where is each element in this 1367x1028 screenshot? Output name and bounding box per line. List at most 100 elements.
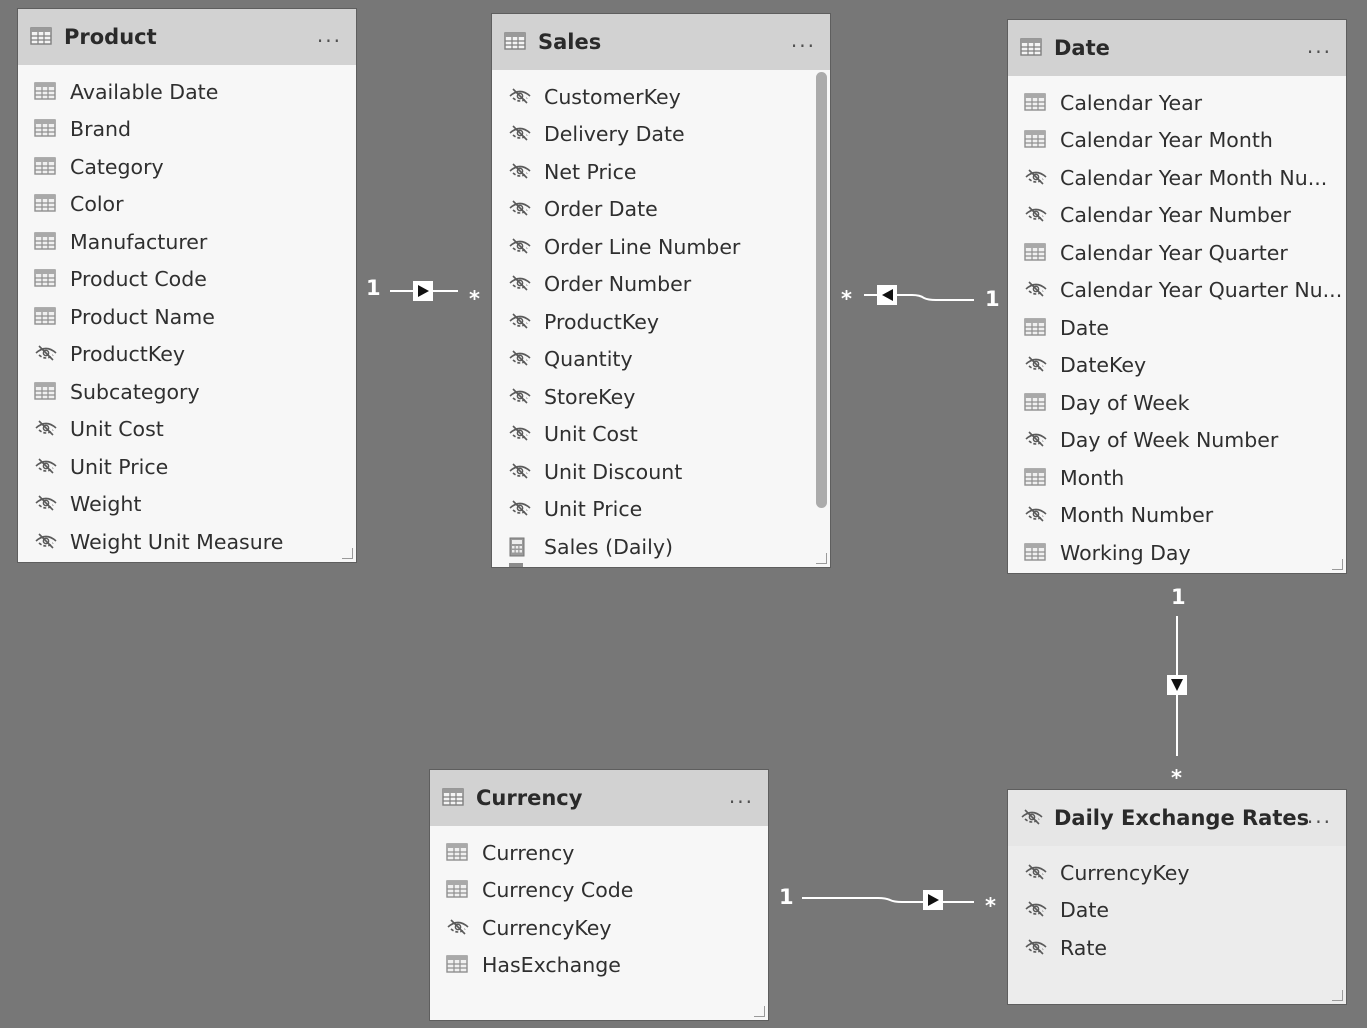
field-row[interactable]: Day of Week — [1008, 384, 1346, 422]
field-row[interactable]: Month Number — [1008, 497, 1346, 535]
field-label: Calendar Year Quarter Nu... — [1060, 278, 1343, 303]
table-column-icon — [1024, 130, 1048, 150]
field-label: Calendar Year — [1060, 90, 1203, 115]
field-label: Rate — [1060, 935, 1108, 960]
table-header[interactable]: Daily Exchange Rates ... — [1008, 790, 1346, 846]
relationship-product-sales[interactable] — [390, 281, 458, 301]
table-column-icon — [446, 880, 470, 900]
more-options-button[interactable]: ... — [790, 28, 816, 52]
resize-handle[interactable] — [1332, 990, 1343, 1001]
table-icon — [442, 788, 466, 808]
table-header[interactable]: Product ... — [18, 9, 356, 65]
hidden-eye-icon — [34, 494, 58, 514]
field-label: Calendar Year Number — [1060, 203, 1291, 228]
field-label: Delivery Date — [544, 122, 685, 147]
field-row[interactable]: Working Day — [1008, 534, 1346, 572]
field-row[interactable]: Rate — [1008, 929, 1346, 967]
field-row[interactable]: DateKey — [1008, 347, 1346, 385]
field-row[interactable]: Calendar Year — [1008, 84, 1346, 122]
table-column-icon — [34, 269, 58, 289]
field-row[interactable]: Product Code — [18, 261, 356, 299]
more-options-button[interactable]: ... — [316, 23, 342, 47]
field-row[interactable]: StoreKey — [492, 378, 830, 416]
field-row[interactable]: Product Name — [18, 298, 356, 336]
field-row[interactable]: Date — [1008, 309, 1346, 347]
field-row[interactable]: Weight — [18, 486, 356, 524]
field-row[interactable]: Manufacturer — [18, 223, 356, 261]
scrollbar[interactable] — [816, 72, 827, 508]
field-row[interactable]: Unit Cost — [18, 411, 356, 449]
field-row[interactable]: Calendar Year Quarter Nu... — [1008, 272, 1346, 310]
field-row[interactable]: Color — [18, 186, 356, 224]
table-header[interactable]: Sales ... — [492, 14, 830, 70]
resize-handle[interactable] — [816, 553, 827, 564]
field-row[interactable]: Currency — [430, 834, 768, 872]
field-row[interactable]: Unit Price — [492, 491, 830, 529]
field-row[interactable]: Calendar Year Number — [1008, 197, 1346, 235]
field-row[interactable]: Sales (Daily) — [492, 528, 830, 566]
field-row[interactable]: Weight Unit Measure — [18, 523, 356, 561]
table-header[interactable]: Date ... — [1008, 20, 1346, 76]
field-label: HasExchange — [482, 953, 621, 978]
hidden-eye-icon — [508, 87, 532, 107]
field-row[interactable]: Delivery Date — [492, 116, 830, 154]
field-row[interactable]: Order Number — [492, 266, 830, 304]
field-label: Month — [1060, 465, 1125, 490]
field-row[interactable]: Unit Discount — [492, 453, 830, 491]
more-options-button[interactable]: ... — [1306, 804, 1332, 828]
field-row[interactable]: Brand — [18, 111, 356, 149]
partial-field-icon — [509, 563, 523, 567]
field-row[interactable]: CustomerKey — [492, 78, 830, 116]
field-row[interactable]: Category — [18, 148, 356, 186]
field-label: Currency Code — [482, 878, 634, 903]
resize-handle[interactable] — [342, 548, 353, 559]
field-label: CurrencyKey — [482, 915, 612, 940]
field-row[interactable]: Unit Cost — [492, 416, 830, 454]
field-row[interactable]: Month — [1008, 459, 1346, 497]
hidden-eye-icon — [1024, 900, 1048, 920]
hidden-eye-icon — [1024, 505, 1048, 525]
table-header[interactable]: Currency ... — [430, 770, 768, 826]
field-row[interactable]: CurrencyKey — [1008, 854, 1346, 892]
field-row[interactable]: ProductKey — [18, 336, 356, 374]
field-row[interactable]: Quantity — [492, 341, 830, 379]
field-row[interactable]: CurrencyKey — [430, 909, 768, 947]
field-row[interactable]: Day of Week Number — [1008, 422, 1346, 460]
relationship-date-exchange[interactable] — [1167, 616, 1187, 756]
field-row[interactable]: Currency Code — [430, 872, 768, 910]
field-label: Day of Week — [1060, 390, 1190, 415]
field-row[interactable]: Calendar Year Month Nu... — [1008, 159, 1346, 197]
field-row[interactable]: Net Price — [492, 153, 830, 191]
more-options-button[interactable]: ... — [728, 784, 754, 808]
hidden-eye-icon — [508, 462, 532, 482]
field-label: Date — [1060, 898, 1109, 923]
field-row[interactable]: Unit Price — [18, 448, 356, 486]
field-row[interactable]: Calendar Year Quarter — [1008, 234, 1346, 272]
field-row[interactable]: Order Date — [492, 191, 830, 229]
hidden-eye-icon — [508, 349, 532, 369]
table-icon — [504, 32, 528, 52]
resize-handle[interactable] — [754, 1006, 765, 1017]
field-row[interactable]: Date — [1008, 892, 1346, 930]
table-column-icon — [34, 232, 58, 252]
field-label: Calendar Year Month — [1060, 128, 1273, 153]
table-icon — [30, 27, 54, 47]
relationship-currency-exchange[interactable] — [802, 890, 974, 910]
field-label: Brand — [70, 117, 132, 142]
field-row[interactable]: ProductKey — [492, 303, 830, 341]
field-row[interactable]: Subcategory — [18, 373, 356, 411]
field-row[interactable]: Order Line Number — [492, 228, 830, 266]
more-options-button[interactable]: ... — [1306, 34, 1332, 58]
field-row[interactable]: HasExchange — [430, 947, 768, 985]
field-row[interactable]: Calendar Year Month — [1008, 122, 1346, 160]
relationship-date-sales[interactable] — [864, 285, 974, 305]
resize-handle[interactable] — [1332, 559, 1343, 570]
field-label: Order Number — [544, 272, 692, 297]
field-row[interactable]: Available Date — [18, 73, 356, 111]
